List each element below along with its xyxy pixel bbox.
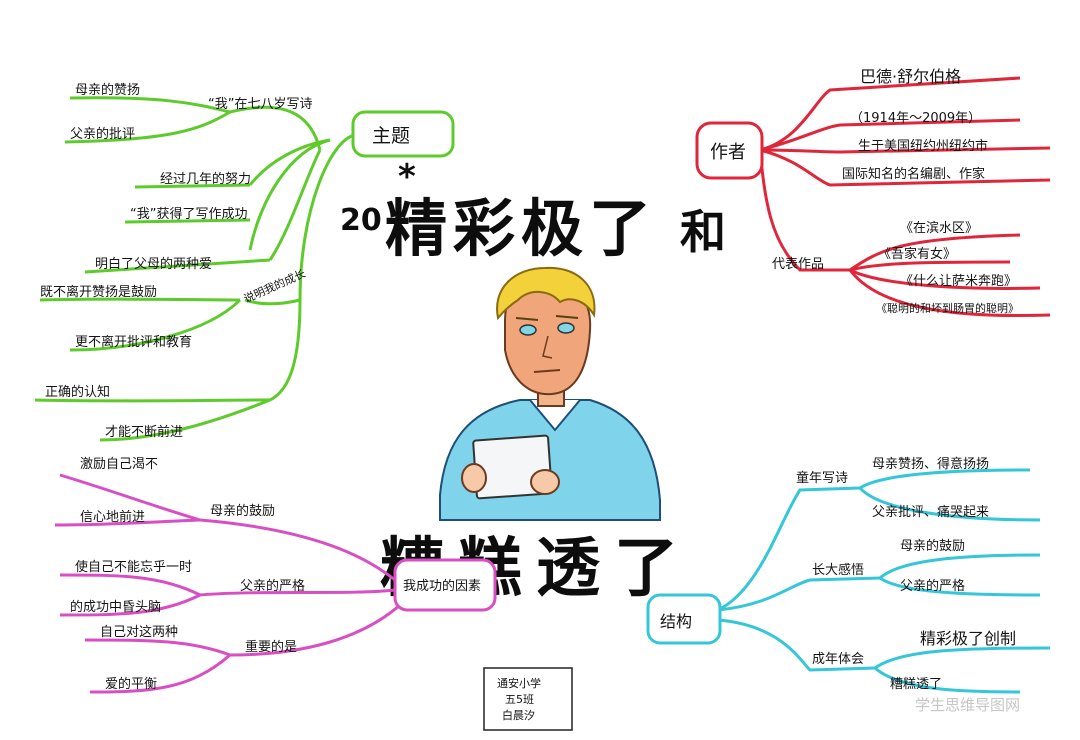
structure-leaf-2-1: 母亲的鼓励 — [900, 538, 965, 554]
factors-leaf-1-2: 信心地前进 — [80, 509, 145, 525]
title-top-prefix: 20 — [340, 203, 382, 238]
factors-label-text: 我成功的因素 — [403, 578, 481, 594]
boy-mouth — [533, 369, 561, 373]
factors-leaf-2-1: 使自己不能忘乎一时 — [75, 559, 192, 575]
theme-branch-1-label: “我”在七八岁写诗 — [208, 97, 312, 112]
author-work-1: 《在滨水区》 — [900, 220, 978, 236]
structure-leaf-3-2: 糟糕透了 — [890, 677, 942, 692]
factors-branch-1-label: 母亲的鼓励 — [210, 503, 275, 519]
structure-label: 结构 — [660, 612, 692, 631]
boy-illustration — [439, 266, 661, 521]
author-info-title: 国际知名的名编剧、作家 — [842, 166, 985, 182]
factors-leaf-2-2: 的成功中昏头脑 — [70, 599, 161, 615]
author-branch — [695, 76, 1051, 318]
theme-leaf-2-2: “我”获得了写作成功 — [130, 206, 247, 222]
structure-branch-3-label: 成年体会 — [812, 652, 864, 667]
factors-leaf-3-1: 自己对这两种 — [100, 624, 178, 640]
structure-leaf-2-2: 父亲的严格 — [900, 578, 965, 594]
boy-left-eye — [519, 324, 537, 336]
boy-collar — [529, 399, 581, 432]
author-info-birthplace: 生于美国纽约州纽约市 — [858, 138, 988, 154]
structure-leaf-1-1: 母亲赞扬、得意扬扬 — [872, 456, 989, 472]
structure-leaf-1-2: 父亲批评、痛哭起来 — [872, 504, 989, 520]
structure-branch-2-label: 长大感悟 — [812, 562, 864, 578]
boy-brows — [515, 315, 579, 321]
boy-nose — [542, 335, 553, 359]
factors-node[interactable] — [393, 558, 497, 612]
theme-leaf-3-1: 明白了父母的两种爱 — [95, 256, 212, 272]
boy-left-hand — [461, 463, 487, 493]
factors-branch-2-label: 父亲的严格 — [240, 578, 305, 594]
watermark: 学生思维导图网 — [915, 696, 1020, 714]
theme-branch — [34, 96, 455, 442]
theme-leaf-4-2: 更不离开批评和教育 — [75, 334, 192, 350]
factors-branch-3-label: 重要的是 — [245, 639, 297, 655]
theme-leaf-1-1: 母亲的赞扬 — [75, 82, 140, 98]
author-works-label: 代表作品 — [772, 257, 824, 272]
credit-box: 通安小学 五5班 白晨汐 — [483, 667, 573, 731]
theme-leaf-5-2: 才能不断前进 — [105, 424, 183, 440]
author-work-4: 《聪明的和坏到肠胃的聪明》 — [876, 301, 1019, 315]
credit-name: 白晨汐 — [502, 708, 535, 722]
factors-branch — [54, 473, 497, 694]
factors-leaf-3-2: 爱的平衡 — [105, 676, 157, 692]
theme-leaf-4-1: 既不离开赞扬是鼓励 — [40, 284, 157, 300]
credit-school: 通安小学 — [497, 676, 541, 690]
theme-leaf-1-2: 父亲的批评 — [70, 126, 135, 142]
structure-leaf-3-1: 精彩极了创制 — [920, 629, 1016, 648]
theme-leaf-5-1: 正确的认知 — [45, 384, 110, 400]
author-label: 作者 — [710, 142, 746, 163]
theme-label: 主题 — [372, 125, 410, 147]
author-info-name: 巴德·舒尔伯格 — [860, 67, 961, 86]
theme-node[interactable] — [351, 110, 455, 158]
title-top-suffix: 和 — [680, 205, 726, 259]
title-asterisk: * — [398, 157, 416, 197]
boy-right-eye — [557, 322, 575, 334]
title-top-text: 精彩极了 — [385, 192, 657, 265]
credit-class: 五5班 — [505, 693, 534, 706]
author-work-2: 《吾家有女》 — [878, 246, 956, 262]
author-info-years: （1914年～2009年） — [850, 111, 981, 126]
boy-right-hand — [530, 469, 560, 495]
boy-hair — [496, 266, 596, 321]
author-work-3: 《什么让萨米奔跑》 — [900, 274, 1017, 289]
author-node[interactable] — [695, 121, 764, 180]
theme-leaf-2-1: 经过几年的努力 — [160, 171, 251, 187]
structure-branch — [646, 468, 1051, 694]
structure-node[interactable] — [646, 593, 722, 645]
factors-leaf-1-1: 激励自己渴不 — [80, 457, 158, 472]
factors-label: 我成功的因素 — [403, 578, 481, 594]
structure-branch-1-label: 童年写诗 — [796, 470, 848, 486]
